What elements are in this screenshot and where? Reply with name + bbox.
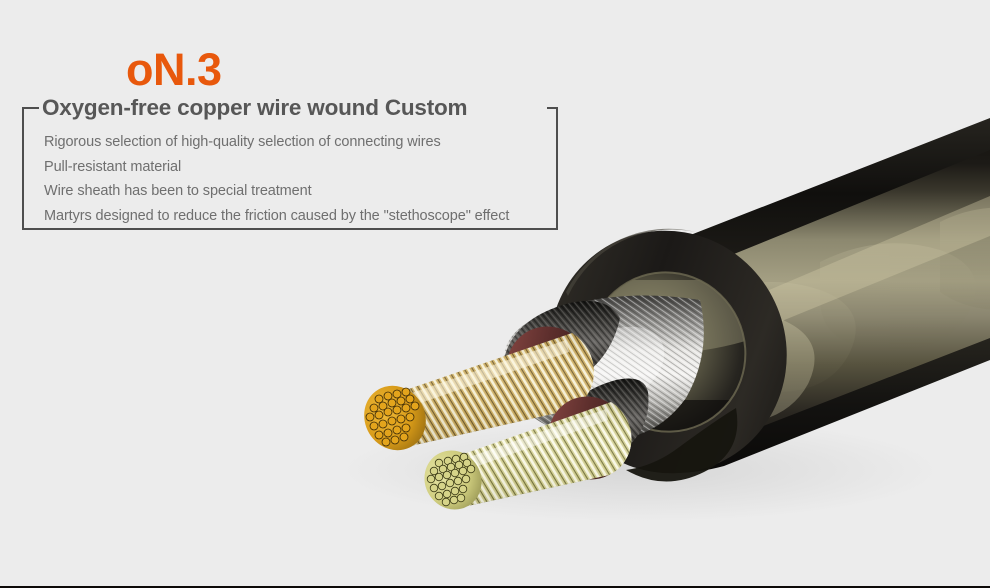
jacket-front-lip [626, 408, 738, 482]
bottom-divider [0, 586, 990, 588]
feature-panel-border [22, 105, 558, 230]
feature-item: Martyrs designed to reduce the friction … [44, 207, 510, 224]
strand-ends-yellow [426, 452, 476, 507]
copper-bundle-yellow [424, 396, 632, 510]
feature-item: Rigorous selection of high-quality selec… [44, 134, 441, 150]
strand-ends-orange [365, 387, 420, 447]
feature-item: Wire sheath has been to special treatmen… [44, 183, 312, 199]
brand-logo: oN.3 [126, 44, 222, 95]
feature-item: Pull-resistant material [44, 158, 182, 175]
feature-heading: Oxygen-free copper wire wound Custom [42, 95, 468, 120]
feature-list: Rigorous selection of high-quality selec… [44, 130, 544, 228]
copper-bundle-orange [364, 326, 594, 451]
